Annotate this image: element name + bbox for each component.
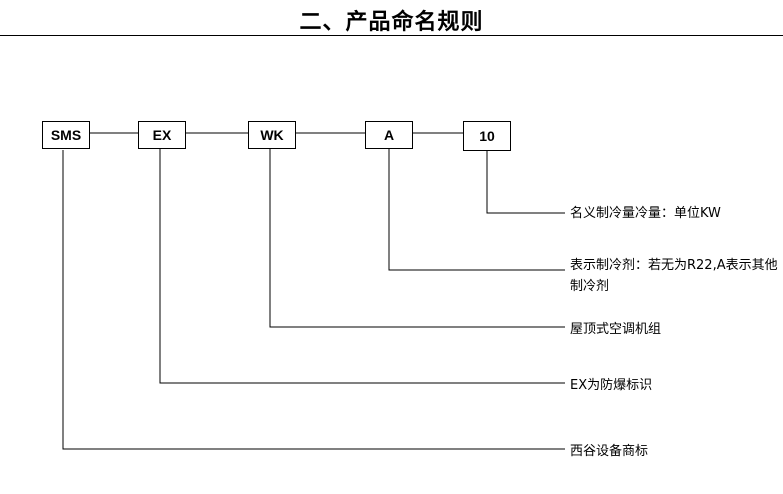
leader-capacity: [486, 150, 565, 214]
code-box-explosion-proof: EX: [138, 121, 186, 149]
desc-brand: 西谷设备商标: [570, 444, 649, 459]
desc-capacity: 名义制冷量冷量：单位KW: [570, 206, 721, 221]
desc-refrigerant-line1: 表示制冷剂：若无为R22,A表示其他: [570, 258, 778, 273]
leader-refrigerant: [388, 148, 565, 271]
code-box-refrigerant: A: [365, 121, 413, 149]
desc-refrigerant-line2: 制冷剂: [570, 279, 610, 294]
leader-explosion-proof: [159, 148, 565, 384]
desc-type: 屋顶式空调机组: [570, 322, 662, 337]
desc-explosion-proof: EX为防爆标识: [570, 378, 653, 393]
code-box-type: WK: [248, 121, 296, 149]
leader-type: [269, 148, 565, 328]
page-title: 二、产品命名规则: [299, 10, 484, 35]
code-box-brand: SMS: [42, 121, 90, 149]
leader-brand: [62, 150, 565, 450]
title-underline: [0, 35, 783, 36]
code-box-capacity: 10: [463, 121, 511, 151]
